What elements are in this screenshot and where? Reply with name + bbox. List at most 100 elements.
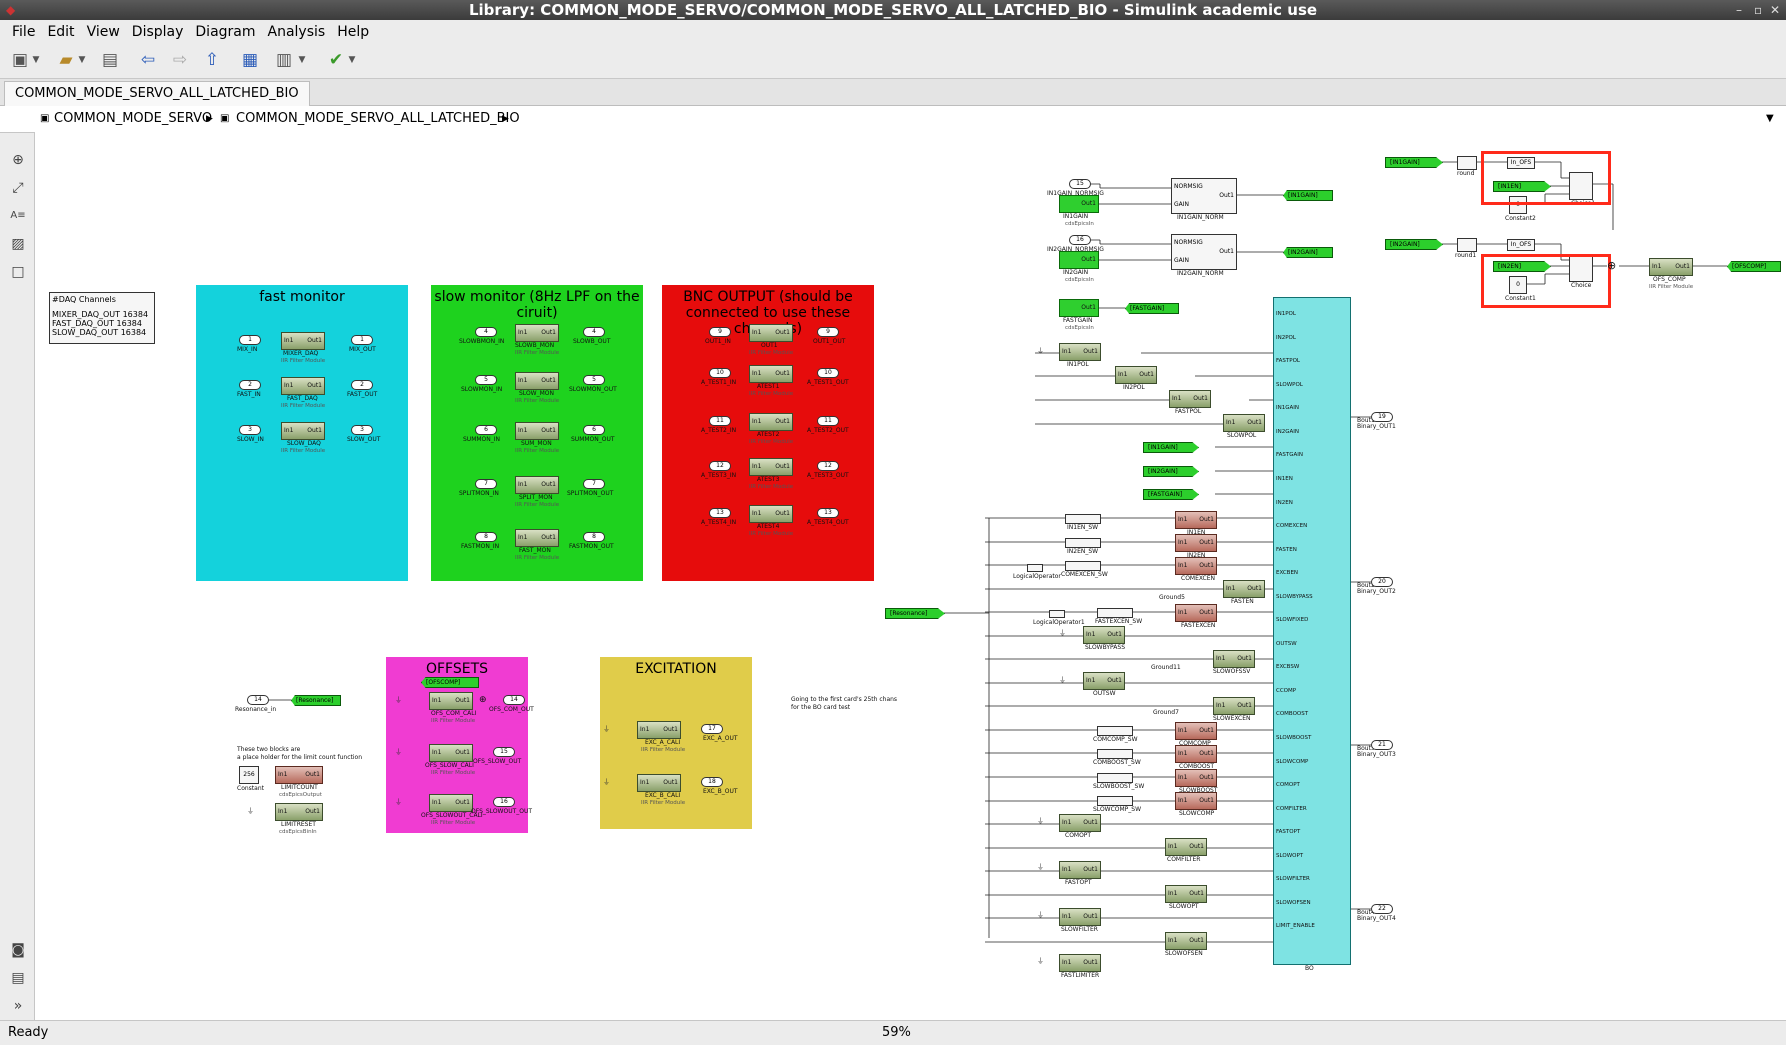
switch-block[interactable] <box>1097 608 1133 618</box>
outport[interactable]: 9 <box>817 327 839 337</box>
from-tag[interactable]: [Resonance] <box>885 608 945 619</box>
inport[interactable]: 2 <box>239 380 261 390</box>
new-dropdown-icon[interactable]: ▼ <box>32 55 40 65</box>
epics-input-block[interactable]: Out1 <box>1059 299 1099 317</box>
switch-block[interactable] <box>1097 749 1133 759</box>
library-browser-icon[interactable]: ▦ <box>241 50 259 70</box>
ground-icon[interactable]: ⏚ <box>1059 676 1066 684</box>
goto-tag[interactable]: [OFSCOMP] <box>1727 261 1781 272</box>
round-block[interactable] <box>1457 238 1477 252</box>
menu-edit[interactable]: Edit <box>47 24 75 40</box>
outport[interactable]: 22 <box>1371 904 1393 914</box>
up-arrow-icon[interactable]: ⇧ <box>204 50 220 70</box>
menu-help[interactable]: Help <box>337 24 370 40</box>
from-tag[interactable]: [IN2EN] <box>1493 261 1551 272</box>
ground-icon[interactable]: ⏚ <box>603 725 610 733</box>
from-tag[interactable]: [IN2GAIN] <box>1143 466 1199 477</box>
ground-icon[interactable]: ⏚ <box>1037 817 1044 825</box>
inport[interactable]: 6 <box>475 425 497 435</box>
menu-view[interactable]: View <box>86 24 120 40</box>
epics-input-block[interactable]: Out1 <box>1059 251 1099 269</box>
logical-operator-block[interactable] <box>1027 564 1043 572</box>
daq-channels-note[interactable]: #DAQ Channels MIXER_DAQ_OUT 16384 FAST_D… <box>49 292 155 344</box>
breadcrumb-root[interactable]: COMMON_MODE_SERVO <box>54 111 213 126</box>
menu-diagram[interactable]: Diagram <box>195 24 256 40</box>
ground-icon[interactable]: ⏚ <box>1037 911 1044 919</box>
bo-card-block[interactable]: IN1POL IN2POL FASTPOL SLOWPOL IN1GAIN IN… <box>1273 297 1351 965</box>
norm-subsystem[interactable]: NORMSIG GAIN Out1 <box>1171 234 1237 270</box>
outport[interactable]: 7 <box>583 479 605 489</box>
model-browser-icon[interactable]: ▤ <box>11 970 25 986</box>
constant-block[interactable]: 256 <box>239 766 259 784</box>
new-model-icon[interactable]: ▣ <box>11 50 29 70</box>
close-icon[interactable]: ✕ <box>1770 3 1781 17</box>
inport[interactable]: 16 <box>1069 235 1091 245</box>
zoom-icon[interactable]: ⊕ <box>12 152 24 168</box>
norm-subsystem[interactable]: NORMSIG GAIN Out1 <box>1171 178 1237 214</box>
ground-icon[interactable]: ⏚ <box>395 798 402 806</box>
inport[interactable]: 15 <box>1069 179 1091 189</box>
outport[interactable]: 16 <box>493 797 515 807</box>
sum-block-icon[interactable]: ⊕ <box>1607 259 1617 272</box>
breadcrumb-child[interactable]: COMMON_MODE_SERVO_ALL_LATCHED_BIO <box>236 111 520 126</box>
outport[interactable]: 21 <box>1371 740 1393 750</box>
inport[interactable]: 1 <box>239 335 261 345</box>
inport[interactable]: 13 <box>709 508 731 518</box>
menu-analysis[interactable]: Analysis <box>267 24 326 40</box>
outport[interactable]: 15 <box>493 747 515 757</box>
forward-arrow-icon[interactable]: ⇨ <box>172 50 188 70</box>
switch-block[interactable] <box>1569 172 1593 200</box>
outport[interactable]: 4 <box>583 327 605 337</box>
inport[interactable]: 14 <box>247 695 269 705</box>
switch-block[interactable] <box>1097 796 1133 806</box>
outport[interactable]: 6 <box>583 425 605 435</box>
outport[interactable]: 2 <box>351 380 373 390</box>
ofs-block[interactable]: In_OFS <box>1507 239 1535 251</box>
switch-block[interactable] <box>1065 561 1101 571</box>
menu-file[interactable]: File <box>12 24 36 40</box>
back-arrow-icon[interactable]: ⇦ <box>140 50 156 70</box>
inport[interactable]: 11 <box>709 416 731 426</box>
ground-icon[interactable]: ⏚ <box>247 807 254 815</box>
ground-icon[interactable]: ⏚ <box>1037 347 1044 355</box>
config-dropdown-icon[interactable]: ▼ <box>298 55 306 65</box>
check-icon[interactable]: ✔ <box>328 50 344 70</box>
from-tag[interactable]: [FASTGAIN] <box>1143 489 1199 500</box>
inport[interactable]: 9 <box>709 327 731 337</box>
inport[interactable]: 5 <box>475 375 497 385</box>
minimize-icon[interactable]: – <box>1736 3 1742 17</box>
inport[interactable]: 10 <box>709 368 731 378</box>
open-folder-icon[interactable]: ▰ <box>59 50 73 70</box>
annotation-icon[interactable]: A≡ <box>10 210 26 221</box>
ground-icon[interactable]: ⏚ <box>395 696 402 704</box>
from-tag[interactable]: [IN1EN] <box>1493 181 1551 192</box>
ground-icon[interactable]: ⏚ <box>603 778 610 786</box>
outport[interactable]: 8 <box>583 532 605 542</box>
ground-icon[interactable]: ⏚ <box>1037 957 1044 965</box>
